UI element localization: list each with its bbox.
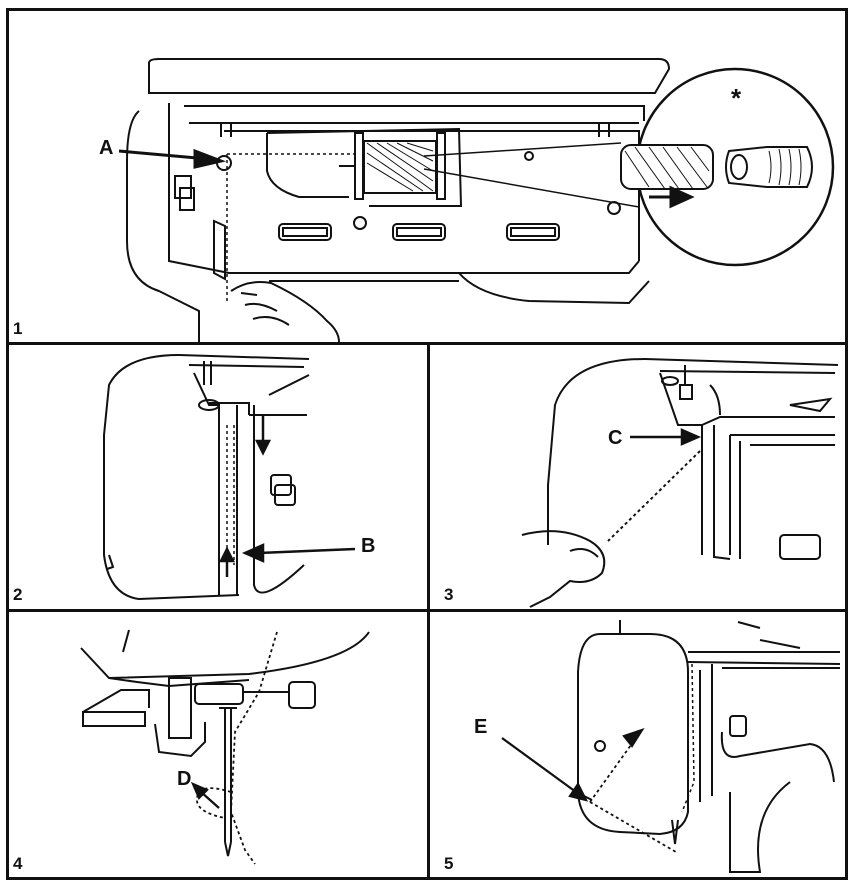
panel-5-illustration <box>501 620 841 873</box>
panel-4-number: 4 <box>13 854 23 873</box>
panel-2: 2 B <box>9 345 427 609</box>
panel-5-number: 5 <box>444 854 454 873</box>
panel-1: 1 A * <box>9 11 845 342</box>
asterisk-label: * <box>731 83 742 113</box>
label-d: D <box>177 768 192 790</box>
divider-col <box>427 342 430 880</box>
label-a: A <box>99 137 114 159</box>
panel-5: 5 E <box>430 612 845 880</box>
panel-1-illustration <box>118 58 835 342</box>
label-c: C <box>608 427 623 449</box>
label-e: E <box>474 716 488 738</box>
panel-4: 4 D <box>9 612 427 880</box>
panel-4-illustration <box>80 629 370 865</box>
label-b: B <box>361 535 376 557</box>
panel-2-illustration <box>103 354 356 601</box>
panel-1-number: 1 <box>13 319 23 338</box>
panel-3: 3 C <box>430 345 845 609</box>
panel-3-illustration <box>521 358 839 608</box>
panel-2-number: 2 <box>13 585 23 604</box>
panel-3-number: 3 <box>444 585 454 604</box>
